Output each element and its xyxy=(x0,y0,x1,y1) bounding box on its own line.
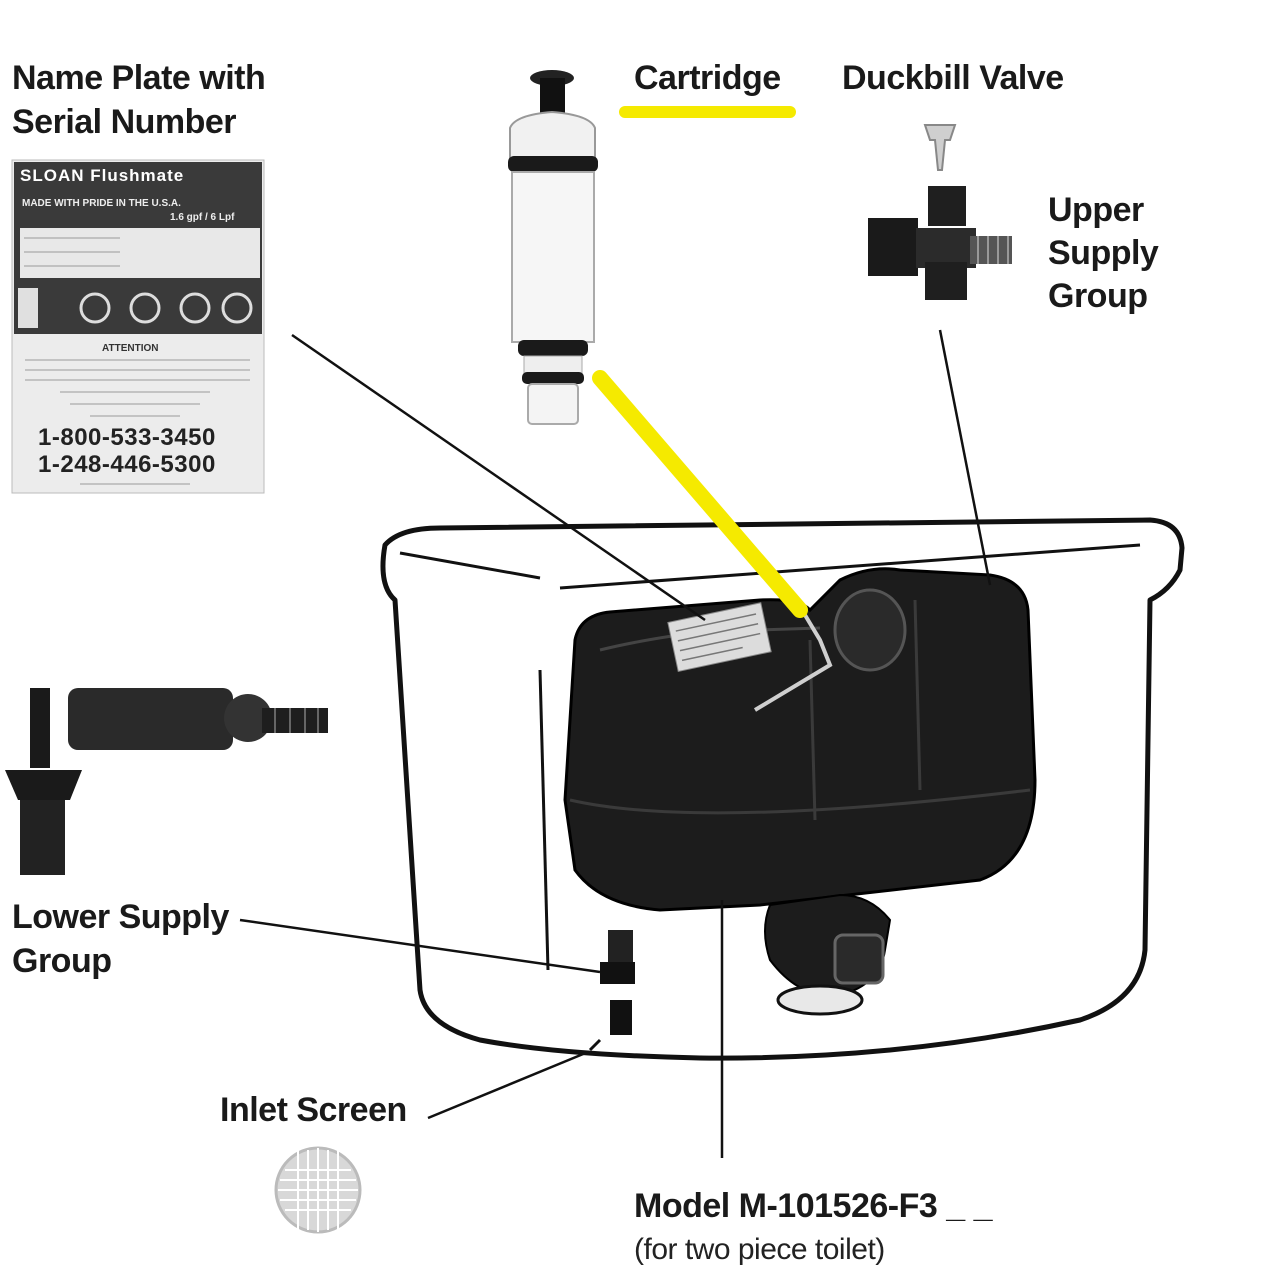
label-duckbill-valve: Duckbill Valve xyxy=(842,59,1064,97)
label-upper-supply-line-3: Group xyxy=(1048,277,1148,315)
label-cartridge: Cartridge xyxy=(634,59,781,97)
label-name-plate-line-1: Name Plate with xyxy=(12,59,266,97)
inlet-screen-image xyxy=(274,1146,362,1234)
cartridge-highlight xyxy=(592,106,808,618)
label-upper-supply-line-2: Supply xyxy=(1048,234,1159,272)
leader-lines xyxy=(239,329,992,1158)
name-plate-attention: ATTENTION xyxy=(102,343,159,354)
name-plate-gpf: 1.6 gpf / 6 Lpf xyxy=(170,212,235,223)
label-model: Model M-101526-F3 _ _ xyxy=(634,1187,992,1225)
label-model-note: (for two piece toilet) xyxy=(634,1233,885,1266)
name-plate-phone-2: 1-248-446-5300 xyxy=(38,451,216,478)
flushmate-unit xyxy=(563,567,1037,1035)
label-lower-supply-line-2: Group xyxy=(12,942,112,980)
cartridge-image xyxy=(508,70,598,425)
lower-supply-group-image xyxy=(5,688,328,875)
upper-supply-group-image xyxy=(868,186,1012,300)
label-lower-supply-line-1: Lower Supply xyxy=(12,898,229,936)
toilet-tank xyxy=(380,517,1185,1061)
name-plate-brand: SLOAN Flushmate xyxy=(20,166,185,185)
label-upper-supply-line-1: Upper xyxy=(1048,191,1144,229)
duckbill-valve-image xyxy=(923,124,957,171)
label-name-plate-line-2: Serial Number xyxy=(12,103,237,141)
name-plate-tagline: MADE WITH PRIDE IN THE U.S.A. xyxy=(22,198,181,209)
name-plate-image xyxy=(11,159,265,494)
name-plate-phone-1: 1-800-533-3450 xyxy=(38,424,216,451)
label-inlet-screen: Inlet Screen xyxy=(220,1091,407,1129)
